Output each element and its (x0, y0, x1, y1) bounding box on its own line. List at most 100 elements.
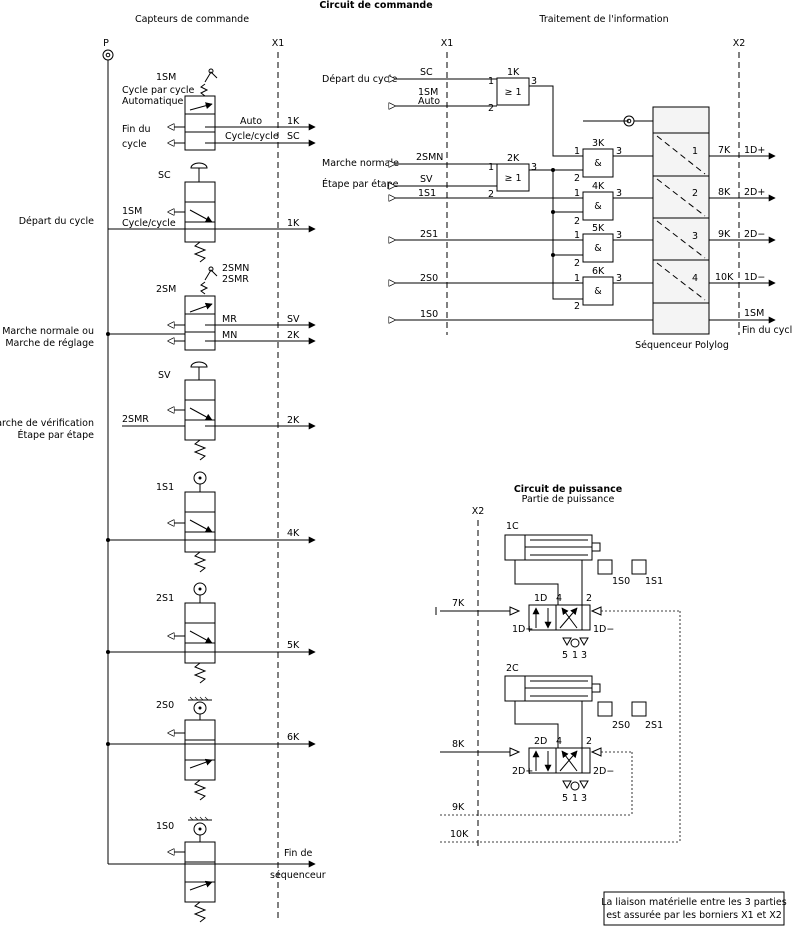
sensor-1sm-fin1: Fin du (122, 124, 151, 135)
sequencer-step-3: 3 (692, 231, 698, 242)
cylinder-1c: 1C 1S0 1S1 (504, 521, 663, 605)
sensor-sc-in1: 1SM (122, 206, 142, 217)
cylinder-1c-name: 1C (506, 521, 519, 532)
seq-out-3-act: 2D− (744, 229, 765, 240)
side-label-depart: Départ du cycle (19, 216, 94, 227)
sensor-1sm-desc2: Automatique (122, 96, 184, 107)
logic-in-etape: Étape par étape (322, 178, 399, 190)
valve-2d-p1: 1 (572, 793, 578, 804)
sensor-2s0-marker (597, 701, 613, 717)
gate-1k-out: 3 (531, 76, 537, 87)
valve-2d-name: 2D (534, 736, 547, 747)
gate-3k: 3K & 1 2 3 (574, 138, 653, 184)
gate-2k-in1: 1 (488, 162, 494, 173)
power-sig-8k: 8K (452, 739, 465, 750)
sequencer-step-2: 2 (692, 188, 698, 199)
gate-5k-in2: 2 (574, 258, 580, 269)
valve-2d: 2D 4 2 2D+ 2D− 5 1 3 (509, 736, 614, 804)
sensor-sv-name: SV (158, 370, 171, 381)
cylinder-1c-s1: 1S1 (645, 576, 663, 587)
seq-out-3-sig: 9K (718, 229, 731, 240)
sensor-2sm-name: 2SM (156, 284, 176, 295)
seq-out-2-sig: 8K (718, 187, 731, 198)
main-title: Circuit de commande (319, 0, 432, 11)
sensor-1sm-cyc-sig: SC (287, 131, 300, 142)
valve-1d-p1: 1 (572, 650, 578, 661)
sensor-1sm: 1SM Cycle par cycle Automatique Fin du c… (122, 68, 316, 151)
sensor-1sm-fin2: cycle (122, 139, 147, 150)
cylinder-2c-s1: 2S1 (645, 720, 663, 731)
sensor-2s0-name: 2S0 (156, 700, 174, 711)
terminal-x2-right-label: X2 (733, 38, 746, 49)
sensor-1s1-out: 4K (287, 528, 300, 539)
gate-6k-name: 6K (592, 266, 605, 277)
terminal-x2-power: X2 (472, 506, 485, 850)
power-sig-9k: 9K (452, 802, 465, 813)
cylinder-1c-s0: 1S0 (612, 576, 630, 587)
valve-2d-minus: 2D− (593, 766, 614, 777)
gate-5k-name: 5K (592, 223, 605, 234)
seq-end-sig: 1SM (744, 308, 764, 319)
power-subtitle: Partie de puissance (522, 494, 615, 505)
gate-6k: 6K & 1 2 3 (574, 266, 653, 312)
sensor-2s0-out: 6K (287, 732, 300, 743)
gate-2k-sym: ≥ 1 (504, 173, 521, 184)
gate-5k-sym: & (594, 243, 602, 254)
sensor-1s1-name: 1S1 (156, 482, 174, 493)
gate-6k-in2: 2 (574, 301, 580, 312)
cylinder-2c: 2C 2S0 2S1 (504, 663, 663, 748)
supply-p: P (102, 38, 114, 860)
left-section-title: Capteurs de commande (135, 14, 249, 25)
gate-5k: 5K & 1 2 3 (574, 223, 653, 269)
sensor-2s0: 2S0 6K (106, 696, 316, 801)
gate-6k-sym: & (594, 286, 602, 297)
gate-5k-in1: 1 (574, 230, 580, 241)
sensor-1s1: 1S1 4K (106, 471, 316, 573)
valve-2d-p5: 5 (562, 793, 568, 804)
seq-end-label: Fin du cycle (742, 325, 792, 336)
power-sig-10k: 10K (450, 829, 469, 840)
side-label-marche-1: Marche normale ou (2, 326, 94, 337)
seq-out-2-act: 2D+ (744, 187, 765, 198)
gate-1k: 1K ≥ 1 1 2 3 (488, 67, 583, 157)
seq-out-4-sig: 10K (715, 272, 734, 283)
sequencer-polylog: 1 2 3 4 Séquenceur Polylog (635, 106, 729, 351)
logic-in-2s0: 2S0 (420, 273, 438, 284)
logic-in-1s0: 1S0 (420, 309, 438, 320)
terminal-x2-power-label: X2 (472, 506, 485, 517)
gate-3k-in2: 2 (574, 173, 580, 184)
sensor-2sm: 2SM 2SMN 2SMR MR SV MN 2K (108, 263, 316, 351)
valve-1d-p2: 2 (586, 593, 592, 604)
sensor-1sm-auto-sig: 1K (287, 116, 300, 127)
valve-1d-minus: 1D− (593, 624, 614, 635)
power-sig-7k: 7K (452, 598, 465, 609)
terminal-x1-left-label: X1 (272, 38, 285, 49)
sensor-2sm-mn: MN (222, 330, 237, 341)
sensor-1sm-desc1: Cycle par cycle (122, 85, 194, 96)
terminal-x1-right: X1 (441, 38, 454, 335)
sensor-2sm-mr-sig: SV (287, 314, 300, 325)
sensor-2sm-n1: 2SMN (222, 263, 249, 274)
gate-4k-out: 3 (616, 188, 622, 199)
sensor-1sm-auto: Auto (240, 116, 262, 127)
gate-4k-name: 4K (592, 181, 605, 192)
logic-in-sv: SV (420, 174, 433, 185)
logic-in-auto: Auto (418, 96, 440, 107)
valve-1d-p5: 5 (562, 650, 568, 661)
logic-in-1s1: 1S1 (418, 188, 436, 199)
sensor-sv: SV 2SMR 2K (122, 361, 316, 461)
sensor-2sm-n2: 2SMR (222, 274, 249, 285)
gate-2k-out: 3 (531, 162, 537, 173)
valve-1d-name: 1D (534, 593, 547, 604)
sensor-sc-name: SC (158, 170, 171, 181)
sensor-1s1-marker (631, 559, 647, 575)
supply-p-symbol (102, 49, 114, 61)
side-label-verif-2: Étape par étape (18, 429, 95, 441)
terminal-x1-right-label: X1 (441, 38, 454, 49)
sequencer-step-1: 1 (692, 146, 698, 157)
sequencer-name: Séquenceur Polylog (635, 340, 729, 351)
gate-1k-in1: 1 (488, 76, 494, 87)
gate-4k-in2: 2 (574, 216, 580, 227)
note-line1: La liaison matérielle entre les 3 partie… (601, 897, 786, 908)
